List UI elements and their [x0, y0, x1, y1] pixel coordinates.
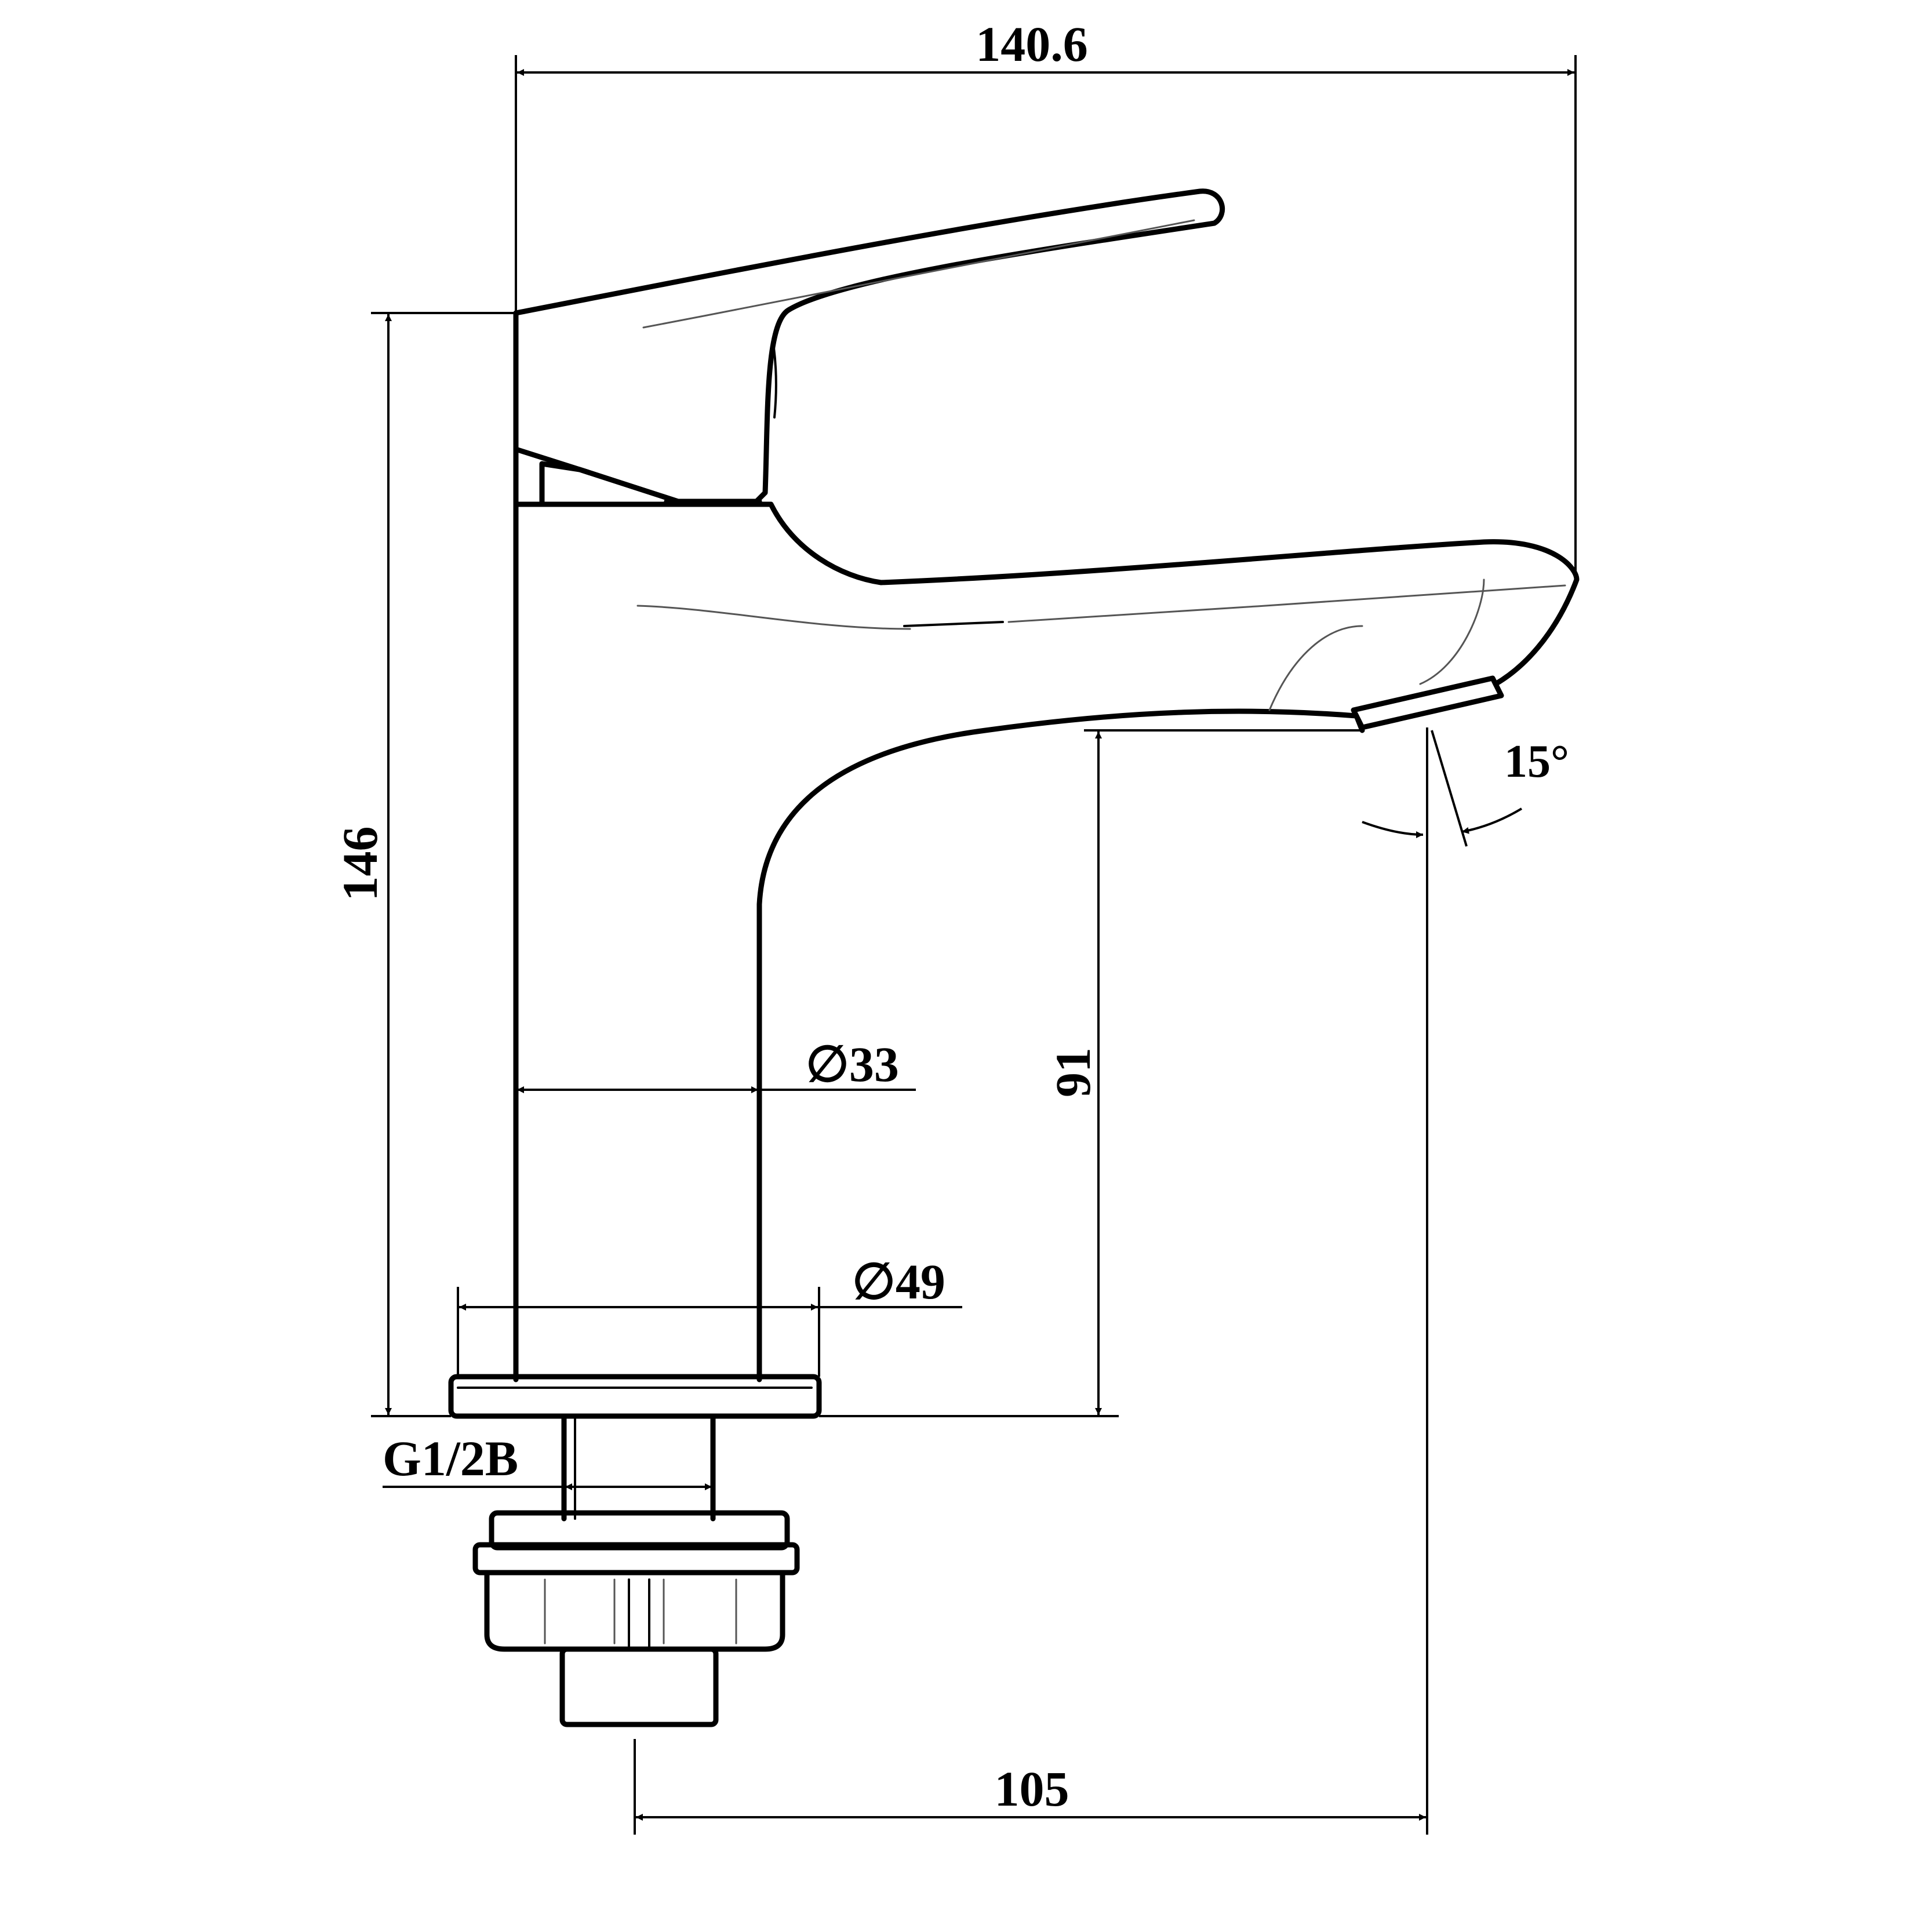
faucet-body: [448, 188, 1580, 1727]
aerator: [1351, 675, 1504, 730]
dim-spout-height: 91: [819, 729, 1362, 1417]
connector-tail: [559, 1646, 719, 1727]
dim-base-diameter: ∅49: [457, 1254, 962, 1377]
dim-spray-angle-label: 15°: [1504, 736, 1569, 787]
dimensions: 140.6 146 91 ∅33 ∅49: [332, 16, 1577, 1835]
dim-spout-reach: 105: [634, 727, 1428, 1835]
handle-collar: [539, 461, 690, 507]
dim-base-diameter-label: ∅49: [852, 1254, 945, 1309]
mounting-nut: [472, 1510, 800, 1652]
lever-highlight: [642, 219, 1195, 329]
spout-outline: [513, 310, 1580, 1382]
dim-spray-angle: 15°: [1362, 730, 1569, 847]
dim-overall-width: 140.6: [515, 16, 1577, 580]
spout-contour-3: [1007, 584, 1566, 623]
spout-contour: [636, 605, 911, 630]
dim-overall-height-label: 146: [332, 827, 388, 901]
spout-inner-curve: [1268, 625, 1363, 711]
base-flange: [448, 1374, 822, 1419]
dim-body-diameter: ∅33: [517, 1036, 916, 1093]
dim-body-diameter-label: ∅33: [806, 1036, 899, 1092]
dim-spout-reach-label: 105: [995, 1761, 1069, 1817]
lever-shading: [773, 347, 777, 419]
dim-thread-label: G1/2B: [383, 1431, 518, 1486]
dim-overall-height: 146: [332, 312, 516, 1417]
spout-tip-curve: [1419, 578, 1485, 685]
dim-overall-width-label: 140.6: [976, 16, 1088, 72]
threaded-shank: [561, 1413, 716, 1522]
spout-contour-2: [903, 621, 1004, 627]
dim-spout-height-label: 91: [1045, 1047, 1101, 1097]
lever-handle: [513, 188, 1225, 507]
dim-thread: G1/2B: [383, 1431, 712, 1490]
